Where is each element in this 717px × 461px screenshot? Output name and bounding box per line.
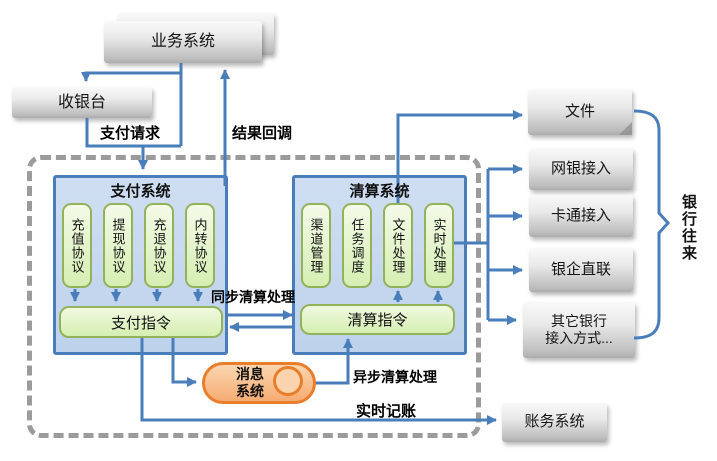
pill-withdraw-protocol: 提现协议 — [103, 203, 133, 288]
pill-internal-transfer-protocol: 内转协议 — [185, 203, 215, 288]
file-node: 文件 — [528, 89, 632, 135]
edge-bizsys-to-cashier — [81, 71, 181, 82]
cashier-node: 收银台 — [12, 87, 152, 118]
other-bank-access-node: 其它银行 接入方式... — [523, 302, 635, 358]
cashier-label: 收银台 — [57, 93, 106, 111]
payment-command-node: 支付指令 — [59, 306, 223, 338]
clearing-command-node: 清算指令 — [300, 304, 455, 335]
payment-system-box: 支付系统 充值协议 提现协议 充退协议 内转协议 支付指令 — [53, 175, 228, 355]
pill-channel-management-label: 渠道管理 — [308, 217, 324, 274]
other-bank-access-label: 其它银行 接入方式... — [545, 312, 613, 347]
realtime-accounting-label: 实时记账 — [356, 403, 417, 420]
pill-task-scheduling: 任务调度 — [342, 203, 372, 288]
pill-refund-protocol: 充退协议 — [144, 203, 174, 288]
payment-command-label: 支付指令 — [110, 314, 171, 332]
file-label: 文件 — [564, 102, 595, 120]
ebank-access-label: 网银接入 — [550, 159, 611, 177]
async-clearing-label: 异步清算处理 — [353, 369, 437, 385]
business-system-label: 业务系统 — [150, 33, 215, 50]
pill-task-scheduling-label: 任务调度 — [349, 217, 365, 274]
accounting-system-label: 账务系统 — [524, 413, 585, 431]
result-callback-label: 结果回调 — [232, 125, 293, 142]
bank-direct-link-label: 银企直联 — [550, 260, 611, 278]
pill-realtime-processing: 实时处理 — [424, 203, 454, 288]
clearing-command-label: 清算指令 — [347, 312, 408, 329]
bank-transactions-label: 银行往来 — [680, 194, 697, 262]
pill-internal-transfer-protocol-label: 内转协议 — [192, 217, 208, 274]
document-fold-icon — [619, 122, 632, 135]
card-access-node: 卡通接入 — [529, 195, 633, 237]
pill-channel-management: 渠道管理 — [301, 203, 331, 288]
pill-recharge-protocol: 充值协议 — [62, 203, 92, 288]
payment-system-title: 支付系统 — [110, 183, 171, 200]
pill-refund-protocol-label: 充退协议 — [151, 217, 167, 274]
business-system-node: 业务系统 — [104, 21, 262, 63]
accounting-system-node: 账务系统 — [502, 403, 607, 442]
bank-transactions-brace — [633, 109, 671, 340]
message-system-label: 消息 系统 — [236, 366, 264, 399]
bank-direct-link-node: 银企直联 — [529, 248, 633, 292]
core-systems-dashed-border — [27, 155, 481, 438]
pill-file-processing-label: 文件处理 — [390, 217, 406, 274]
pill-withdraw-protocol-label: 提现协议 — [110, 217, 126, 274]
card-access-label: 卡通接入 — [550, 206, 611, 224]
pill-realtime-processing-label: 实时处理 — [431, 217, 447, 274]
sync-clearing-label: 同步清算处理 — [211, 289, 295, 305]
message-system-node: 消息 系统 — [202, 362, 316, 404]
pay-request-label: 支付请求 — [100, 125, 161, 142]
pill-recharge-protocol-label: 充值协议 — [69, 217, 85, 274]
clearing-system-title: 清算系统 — [349, 183, 410, 200]
pill-file-processing: 文件处理 — [383, 203, 413, 288]
ebank-access-node: 网银接入 — [529, 148, 633, 190]
clearing-system-box: 清算系统 渠道管理 任务调度 文件处理 实时处理 清算指令 — [292, 175, 467, 355]
